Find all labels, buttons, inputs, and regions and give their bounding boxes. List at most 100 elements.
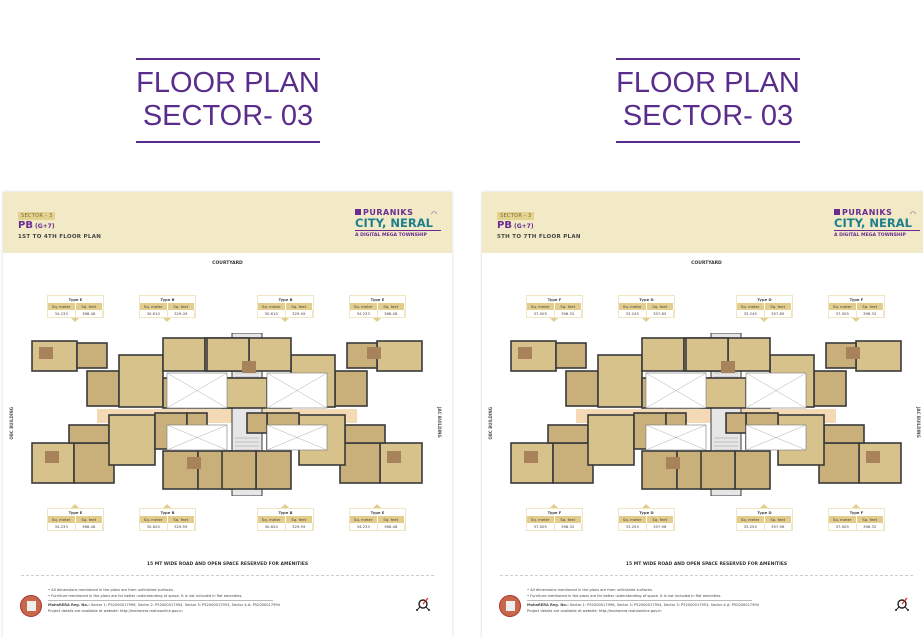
duct-cross (745, 424, 807, 451)
col-sq-feet: Sq. feet (764, 303, 792, 310)
furniture (518, 347, 532, 359)
sq-meter-value: 34.233 (350, 523, 378, 530)
room (587, 414, 635, 466)
divider (527, 600, 752, 601)
heading-line-1: FLOOR PLAN (136, 67, 320, 99)
furniture (39, 347, 53, 359)
floor-plan-panel: SECTOR - 3 PB(G+7) 1ST TO 4TH FLOOR PLAN… (3, 192, 452, 638)
sq-meter-value: 37.005 (829, 310, 857, 317)
room (823, 424, 865, 444)
floor-range-label: 1ST TO 4TH FLOOR PLAN (18, 234, 102, 240)
rera-numbers: Sector 1: P52000017996, Sector 2: P52000… (90, 603, 280, 607)
road-label: 15 MT WIDE ROAD AND OPEN SPACE RESERVED … (625, 562, 788, 567)
room (376, 340, 423, 372)
col-sq-meter: Sq. meter (258, 516, 286, 523)
room (565, 370, 599, 407)
room (555, 342, 587, 369)
divider (48, 600, 273, 601)
pointer-icon (163, 504, 171, 508)
duct-cross (745, 372, 807, 409)
room (68, 424, 110, 444)
sq-feet-value: 329.59 (168, 523, 195, 530)
logo-brand: PURANIKS (355, 208, 441, 217)
side-label-right: JAC BUILDING (916, 407, 921, 438)
sq-feet-value: 398.32 (555, 310, 582, 317)
dotted-divider (21, 575, 434, 576)
room (547, 424, 589, 444)
sq-feet-value: 368.48 (378, 523, 405, 530)
sq-feet-value: 398.32 (857, 523, 884, 530)
divider (616, 141, 800, 143)
room (700, 450, 736, 490)
maharera-seal-icon (499, 595, 521, 617)
rera-label: MahaRERA Reg. No.: (527, 603, 569, 607)
col-sq-meter: Sq. meter (829, 303, 857, 310)
furniture (387, 451, 401, 463)
room (344, 424, 386, 444)
col-sq-meter: Sq. meter (48, 303, 76, 310)
col-sq-feet: Sq. feet (167, 303, 195, 310)
pointer-icon (642, 318, 650, 322)
room (725, 412, 747, 434)
pointer-icon (71, 318, 79, 322)
website-line: Project details are available at website… (527, 609, 662, 613)
logo-brand: PURANIKS (834, 208, 920, 217)
note-item: • Furniture mentioned in the plans are f… (527, 594, 722, 598)
website-line: Project details are available at website… (48, 609, 183, 613)
unit-type: Type F (849, 297, 864, 302)
col-sq-meter: Sq. meter (737, 303, 765, 310)
courtyard-label: COURTYARD (212, 261, 243, 266)
puraniks-logo: PURANIKS ◠ CITY, NERAL A DIGITAL MEGA TO… (355, 208, 441, 238)
floor-plan (27, 332, 427, 497)
furniture (367, 347, 381, 359)
pointer-icon (163, 318, 171, 322)
note-item: • All dimensions mentioned in the plans … (527, 588, 653, 592)
room (255, 450, 292, 490)
room (31, 340, 78, 372)
pointer-icon (852, 504, 860, 508)
floor-plan (506, 332, 906, 497)
room (162, 337, 206, 372)
col-sq-meter: Sq. meter (619, 303, 647, 310)
col-sq-feet: Sq. feet (75, 303, 103, 310)
col-sq-feet: Sq. feet (167, 516, 195, 523)
north-compass-icon (895, 597, 909, 611)
building-floors: (G+7) (513, 223, 534, 230)
col-sq-feet: Sq. feet (554, 303, 582, 310)
wifi-icon: ◠ (431, 210, 438, 218)
room (734, 450, 771, 490)
col-sq-meter: Sq. meter (829, 516, 857, 523)
room (641, 450, 678, 490)
pointer-icon (281, 318, 289, 322)
unit-type: Type D (757, 297, 772, 302)
col-sq-feet: Sq. feet (75, 516, 103, 523)
furniture (866, 451, 880, 463)
furniture (45, 451, 59, 463)
col-sq-feet: Sq. feet (646, 516, 674, 523)
col-sq-meter: Sq. meter (527, 303, 555, 310)
sq-meter-value: 30.610 (258, 310, 286, 317)
room (118, 354, 164, 408)
sq-meter-value: 37.005 (829, 523, 857, 530)
unit-type: Type F (547, 510, 562, 515)
maharera-seal-icon (20, 595, 42, 617)
side-label-left: OBC BUILDING (9, 407, 14, 440)
room (552, 442, 594, 484)
unit-type: Type D (757, 510, 772, 515)
room (339, 442, 381, 484)
note-text: Furniture mentioned in the plans are for… (51, 594, 243, 598)
floor-plan-drawing (31, 332, 423, 497)
sq-meter-value: 34.233 (350, 310, 378, 317)
unit-type: Type B (160, 297, 175, 302)
duct-cross (266, 424, 328, 451)
col-sq-feet: Sq. feet (377, 516, 405, 523)
sq-meter-value: 33.255 (737, 523, 765, 530)
unit-type: Type B (160, 510, 175, 515)
rera-numbers: Sector 1: P52000017996, Sector 2: P52000… (569, 603, 759, 607)
